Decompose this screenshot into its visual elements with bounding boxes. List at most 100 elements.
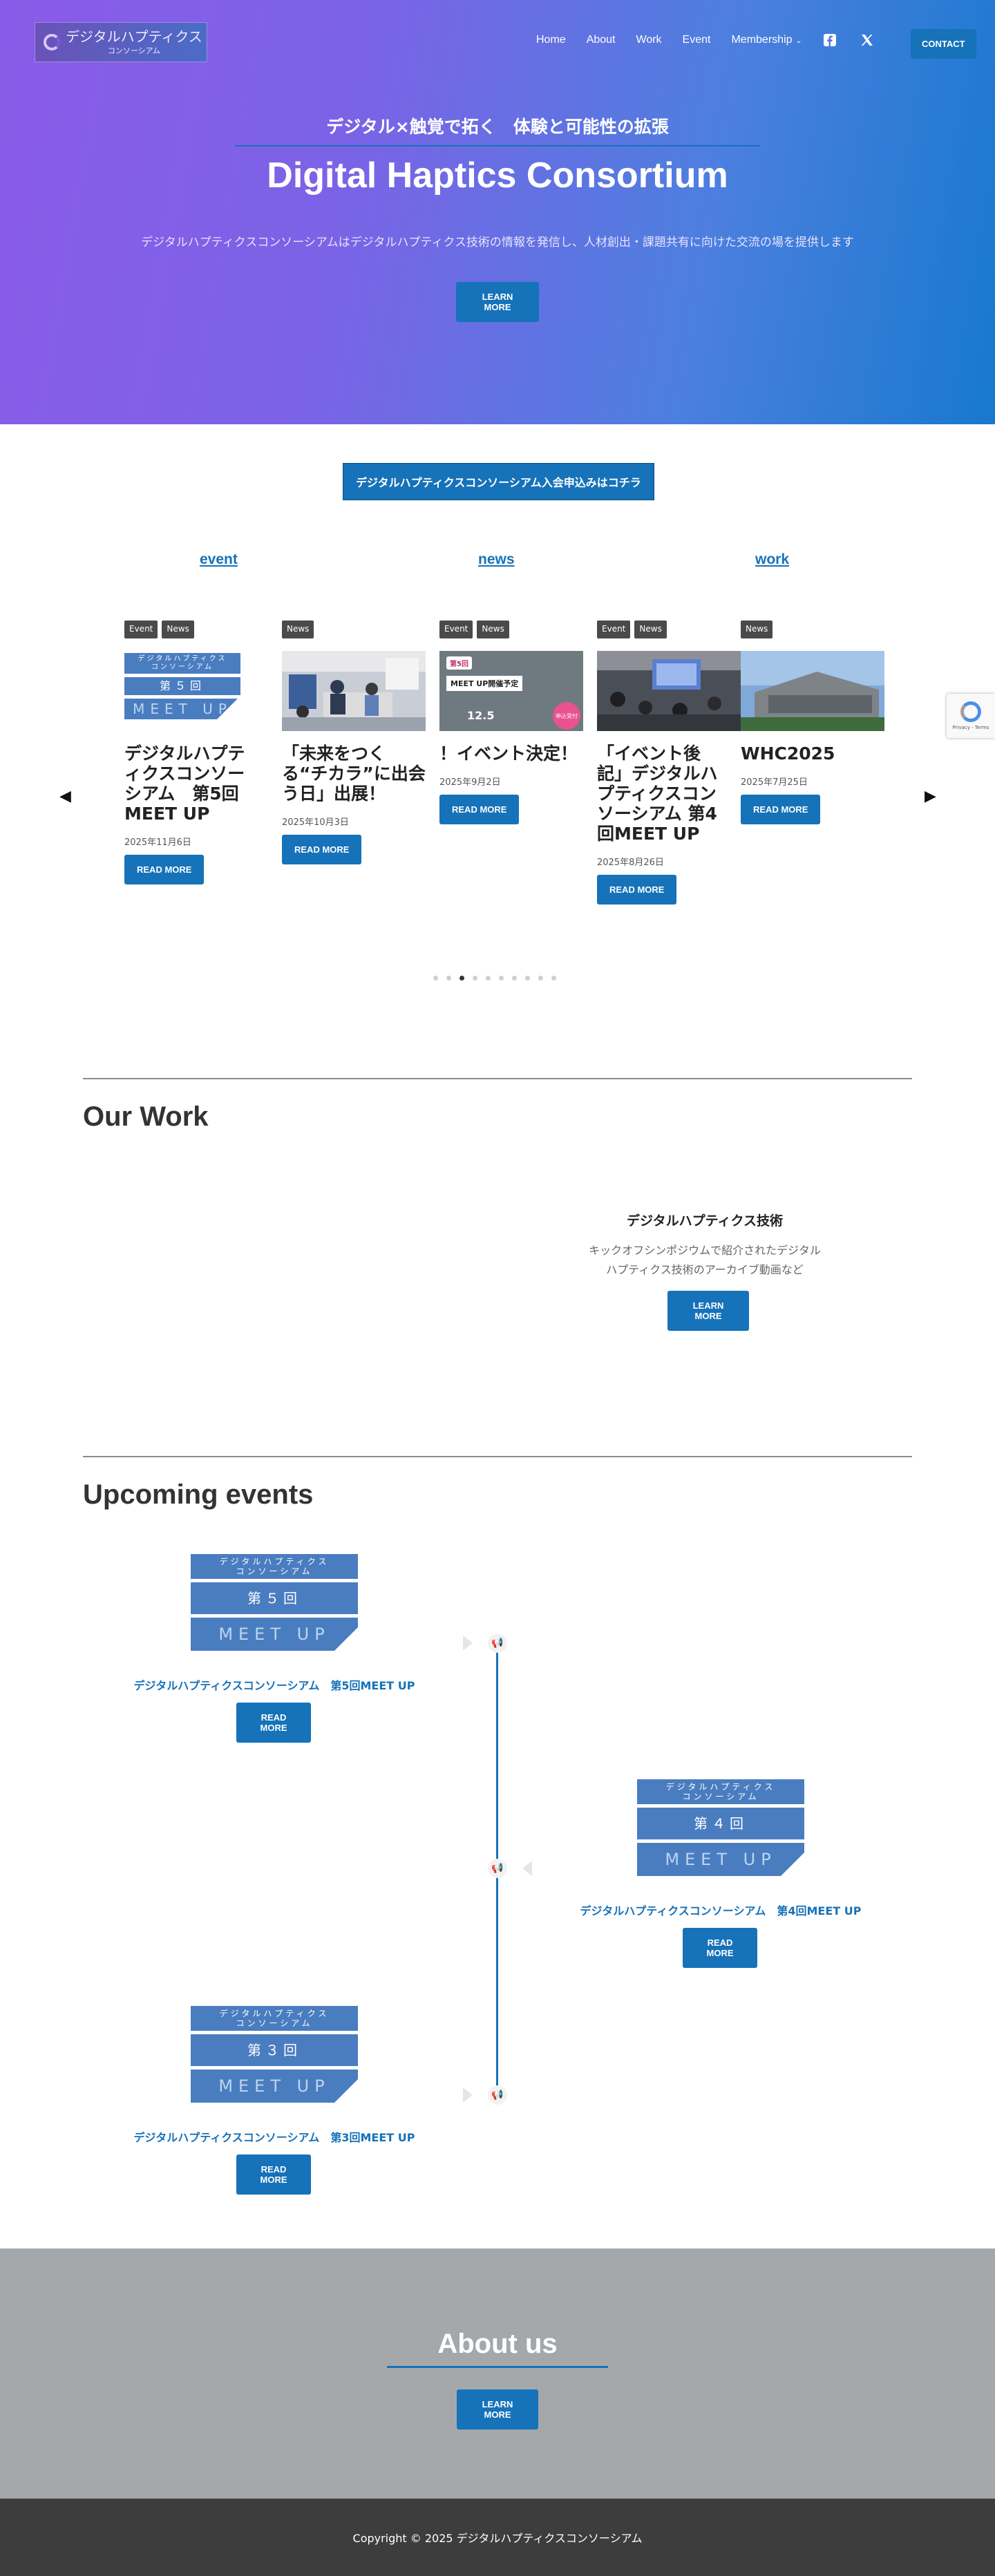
carousel-dots bbox=[433, 976, 556, 981]
tag-event[interactable]: Event bbox=[439, 621, 473, 638]
poster-round: 第５回 bbox=[124, 677, 240, 695]
our-work-title: Our Work bbox=[83, 1101, 209, 1132]
tag-news[interactable]: News bbox=[162, 621, 194, 638]
section-divider bbox=[83, 1078, 912, 1079]
carousel-dot[interactable] bbox=[446, 976, 451, 981]
tag-news[interactable]: News bbox=[477, 621, 509, 638]
membership-apply-button[interactable]: デジタルハプティクスコンソーシアム入会申込みはコチラ bbox=[343, 463, 654, 500]
tab-news[interactable]: news bbox=[478, 551, 515, 567]
recaptcha-icon bbox=[960, 701, 981, 722]
event-read-more-button[interactable]: READ MORE bbox=[236, 1703, 311, 1743]
poster-line1: デジタルハプティクス bbox=[138, 655, 227, 663]
work-item-description: キックオフシンポジウムで紹介されたデジタルハプティクス技術のアーカイブ動画など bbox=[589, 1244, 821, 1276]
hero-divider bbox=[235, 145, 760, 146]
read-more-button[interactable]: READ MORE bbox=[597, 875, 677, 905]
nav-work[interactable]: Work bbox=[636, 34, 662, 46]
about-title: About us bbox=[437, 2329, 558, 2359]
logo-title: デジタルハプティクス bbox=[66, 28, 202, 45]
read-more-button[interactable]: READ MORE bbox=[124, 855, 205, 884]
event-title[interactable]: デジタルハプティクスコンソーシアム 第4回MEET UP bbox=[580, 1904, 862, 1917]
poster-meetup: MEET UP bbox=[191, 1618, 358, 1651]
nav-about[interactable]: About bbox=[586, 34, 616, 46]
about-divider bbox=[387, 2366, 608, 2368]
poster-line2: コンソーシアム bbox=[236, 2018, 313, 2028]
card-date: 2025年11月6日 bbox=[124, 837, 191, 848]
tag-event[interactable]: Event bbox=[124, 621, 158, 638]
card-title[interactable]: WHC2025 bbox=[741, 744, 835, 764]
carousel-dot[interactable] bbox=[525, 976, 530, 981]
tag-news[interactable]: News bbox=[741, 621, 773, 638]
work-learn-more-button[interactable]: LEARN MORE bbox=[667, 1291, 749, 1331]
announcement-badge: 第5回 bbox=[446, 656, 472, 670]
about-learn-more-button[interactable]: LEARN MORE bbox=[457, 2389, 538, 2430]
announcement-label: MEET UP開催予定 bbox=[446, 676, 523, 691]
event-poster[interactable]: デジタルハプティクスコンソーシアム 第５回 MEET UP bbox=[191, 1552, 358, 1653]
hero-learn-more-button[interactable]: LEARN MORE bbox=[456, 282, 539, 322]
card-date: 2025年10月3日 bbox=[282, 817, 349, 828]
hero-subtitle: デジタルハプティクスコンソーシアムはデジタルハプティクス技術の情報を発信し、人材… bbox=[141, 236, 854, 249]
read-more-button[interactable]: READ MORE bbox=[741, 795, 821, 824]
carousel-prev-icon[interactable]: ◀ bbox=[59, 788, 71, 805]
recaptcha-badge[interactable]: Privacy - Terms bbox=[947, 694, 995, 738]
poster-line1: デジタルハプティクス bbox=[219, 1557, 330, 1566]
carousel-dot[interactable] bbox=[486, 976, 491, 981]
building-photo-thumbnail[interactable] bbox=[741, 651, 884, 731]
timeline-caret bbox=[463, 2087, 473, 2103]
work-item-title: デジタルハプティクス技術 bbox=[627, 1213, 783, 1229]
tab-event[interactable]: event bbox=[200, 551, 238, 567]
meetup-poster-thumbnail[interactable]: デジタルハプティクスコンソーシアム 第５回 MEET UP bbox=[124, 651, 240, 731]
event-read-more-button[interactable]: READ MORE bbox=[236, 2154, 311, 2195]
event-announcement-thumbnail[interactable]: 第5回 MEET UP開催予定 12.5 申込受付 bbox=[439, 651, 583, 731]
event-poster[interactable]: デジタルハプティクスコンソーシアム 第４回 MEET UP bbox=[637, 1777, 804, 1878]
poster-meetup: MEET UP bbox=[191, 2070, 358, 2103]
event-title[interactable]: デジタルハプティクスコンソーシアム 第5回MEET UP bbox=[133, 1679, 415, 1692]
x-twitter-icon[interactable] bbox=[860, 33, 874, 47]
carousel-next-icon[interactable]: ▶ bbox=[925, 788, 936, 805]
about-section: About us LEARN MORE bbox=[0, 2248, 995, 2499]
read-more-button[interactable]: READ MORE bbox=[282, 835, 362, 864]
read-more-button[interactable]: READ MORE bbox=[439, 795, 520, 824]
megaphone-icon: 📢 bbox=[488, 2085, 507, 2105]
nav-membership[interactable]: Membership⌄ bbox=[731, 34, 802, 46]
announcement-date: 12.5 bbox=[467, 709, 495, 722]
seminar-photo-thumbnail[interactable] bbox=[597, 651, 741, 731]
tag-news[interactable]: News bbox=[282, 621, 314, 638]
card-title[interactable]: 「イベント後記」デジタルハプティクスコンソーシアム 第4回MEET UP bbox=[597, 744, 718, 844]
site-logo[interactable]: デジタルハプティクス コンソーシアム bbox=[35, 22, 207, 62]
card-date: 2025年7月25日 bbox=[741, 777, 808, 788]
poster-meetup: MEET UP bbox=[124, 696, 240, 719]
card-title[interactable]: デジタルハプティクスコンソーシアム 第5回MEET UP bbox=[124, 744, 245, 824]
tab-work[interactable]: work bbox=[755, 551, 790, 567]
contact-button[interactable]: CONTACT bbox=[911, 29, 976, 59]
hero-tagline: デジタル×触覚で拓く 体験と可能性の拡張 bbox=[326, 117, 669, 137]
megaphone-icon: 📢 bbox=[488, 1633, 507, 1653]
news-card: News WHC2025 2025年7月25日 READ MORE bbox=[741, 621, 884, 824]
tag-news[interactable]: News bbox=[634, 621, 667, 638]
hero-title: Digital Haptics Consortium bbox=[267, 155, 728, 196]
event-read-more-button[interactable]: READ MORE bbox=[683, 1928, 757, 1968]
exhibition-photo-thumbnail[interactable] bbox=[282, 651, 426, 731]
carousel-dot[interactable] bbox=[538, 976, 543, 981]
footer-copyright: Copyright © 2025 デジタルハプティクスコンソーシアム bbox=[352, 2532, 643, 2545]
carousel-dot[interactable] bbox=[551, 976, 556, 981]
carousel-dot[interactable] bbox=[459, 976, 464, 981]
carousel-dot[interactable] bbox=[433, 976, 438, 981]
carousel-dot[interactable] bbox=[473, 976, 477, 981]
poster-round: 第３回 bbox=[191, 2034, 358, 2066]
card-title[interactable]: 「未来をつくる“チカラ”に出会う日」出展！ bbox=[282, 744, 426, 804]
megaphone-icon: 📢 bbox=[488, 1859, 507, 1878]
event-title[interactable]: デジタルハプティクスコンソーシアム 第3回MEET UP bbox=[133, 2131, 415, 2144]
card-title[interactable]: ！イベント決定！ bbox=[439, 744, 578, 764]
carousel-dot[interactable] bbox=[499, 976, 504, 981]
nav-event[interactable]: Event bbox=[682, 34, 711, 46]
tag-event[interactable]: Event bbox=[597, 621, 631, 638]
carousel-dot[interactable] bbox=[512, 976, 517, 981]
facebook-icon[interactable] bbox=[823, 33, 837, 47]
event-poster[interactable]: デジタルハプティクスコンソーシアム 第３回 MEET UP bbox=[191, 2004, 358, 2105]
announcement-pill: 申込受付 bbox=[553, 702, 580, 730]
nav-home[interactable]: Home bbox=[536, 34, 566, 46]
poster-line1: デジタルハプティクス bbox=[219, 2009, 330, 2018]
